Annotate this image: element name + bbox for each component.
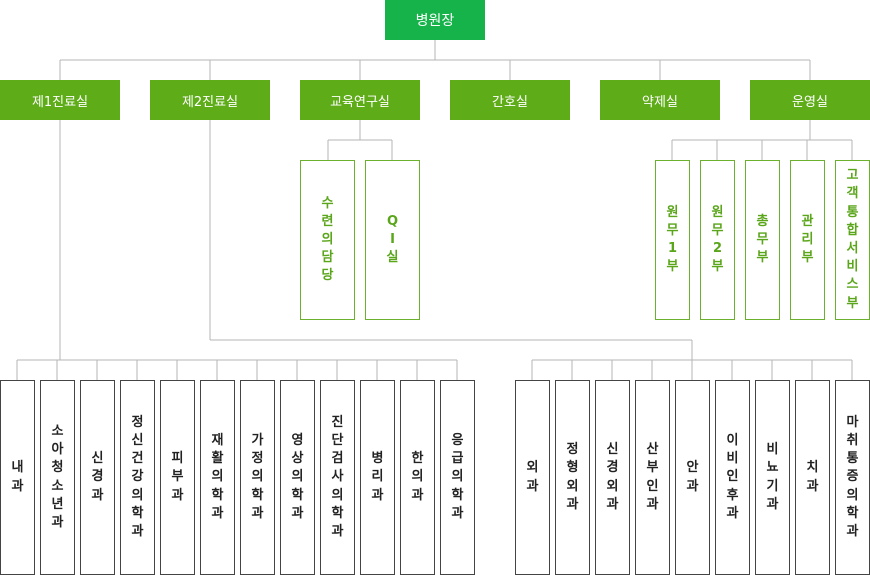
dept-label: 정신건강의학과 bbox=[131, 414, 144, 539]
division-label: 제2진료실 bbox=[181, 94, 239, 110]
unit-label: 원무1부 bbox=[666, 204, 679, 275]
division-nursing: 간호실 bbox=[450, 80, 570, 120]
division-clinic2: 제2진료실 bbox=[150, 80, 270, 120]
dept-label: 마취통증의학과 bbox=[846, 414, 859, 539]
unit-label: 원무2부 bbox=[711, 204, 724, 275]
division-label: 운영실 bbox=[792, 94, 828, 110]
dept-label: 안과 bbox=[686, 460, 699, 494]
unit-label: 관리부 bbox=[801, 213, 814, 266]
division-operations: 운영실 bbox=[750, 80, 870, 120]
dept-label: 소아청소년과 bbox=[51, 423, 64, 530]
dept-label: 신경외과 bbox=[606, 442, 619, 512]
clinic1-dept: 내과 bbox=[0, 380, 35, 575]
dept-label: 외과 bbox=[526, 460, 539, 494]
operation-unit: 총무부 bbox=[745, 160, 780, 320]
director-box: 병원장 bbox=[385, 0, 485, 40]
unit-label: 고객통합서비스부 bbox=[846, 168, 859, 311]
division-education: 교육연구실 bbox=[300, 80, 420, 120]
dept-label: 치과 bbox=[806, 460, 819, 494]
dept-label: 비뇨기과 bbox=[766, 442, 779, 512]
clinic1-dept: 소아청소년과 bbox=[40, 380, 75, 575]
clinic1-dept: 병리과 bbox=[360, 380, 395, 575]
unit-label: QI실 bbox=[386, 213, 399, 266]
clinic2-dept: 안과 bbox=[675, 380, 710, 575]
clinic1-dept: 한의과 bbox=[400, 380, 435, 575]
operation-unit: 고객통합서비스부 bbox=[835, 160, 870, 320]
clinic2-dept: 마취통증의학과 bbox=[835, 380, 870, 575]
operation-unit: 관리부 bbox=[790, 160, 825, 320]
division-clinic1: 제1진료실 bbox=[0, 80, 120, 120]
unit-label: 총무부 bbox=[756, 213, 769, 266]
clinic2-dept: 정형외과 bbox=[555, 380, 590, 575]
unit-label: 수련의담당 bbox=[321, 195, 334, 284]
dept-label: 피부과 bbox=[171, 451, 184, 503]
education-unit: 수련의담당 bbox=[300, 160, 355, 320]
dept-label: 영상의학과 bbox=[291, 433, 304, 521]
clinic2-dept: 이비인후과 bbox=[715, 380, 750, 575]
clinic1-dept: 피부과 bbox=[160, 380, 195, 575]
clinic1-dept: 신경과 bbox=[80, 380, 115, 575]
dept-label: 재활의학과 bbox=[211, 433, 224, 521]
dept-label: 한의과 bbox=[411, 451, 424, 503]
clinic1-dept: 재활의학과 bbox=[200, 380, 235, 575]
clinic1-dept: 가정의학과 bbox=[240, 380, 275, 575]
division-label: 간호실 bbox=[492, 94, 528, 110]
dept-label: 이비인후과 bbox=[726, 433, 739, 521]
clinic2-dept: 외과 bbox=[515, 380, 550, 575]
operation-unit: 원무2부 bbox=[700, 160, 735, 320]
dept-label: 응급의학과 bbox=[451, 433, 464, 521]
clinic2-dept: 치과 bbox=[795, 380, 830, 575]
dept-label: 가정의학과 bbox=[251, 433, 264, 521]
clinic1-dept: 응급의학과 bbox=[440, 380, 475, 575]
education-unit: QI실 bbox=[365, 160, 420, 320]
division-label: 교육연구실 bbox=[330, 94, 390, 110]
clinic1-dept: 영상의학과 bbox=[280, 380, 315, 575]
dept-label: 정형외과 bbox=[566, 442, 579, 512]
division-label: 제1진료실 bbox=[31, 94, 89, 110]
dept-label: 신경과 bbox=[91, 451, 104, 503]
dept-label: 산부인과 bbox=[646, 442, 659, 512]
division-label: 약제실 bbox=[642, 94, 678, 110]
dept-label: 진단검사의학과 bbox=[331, 414, 344, 539]
clinic2-dept: 비뇨기과 bbox=[755, 380, 790, 575]
clinic1-dept: 정신건강의학과 bbox=[120, 380, 155, 575]
division-pharmacy: 약제실 bbox=[600, 80, 720, 120]
dept-label: 내과 bbox=[11, 460, 24, 494]
clinic1-dept: 진단검사의학과 bbox=[320, 380, 355, 575]
director-label: 병원장 bbox=[415, 13, 455, 29]
dept-label: 병리과 bbox=[371, 451, 384, 503]
clinic2-dept: 산부인과 bbox=[635, 380, 670, 575]
clinic2-dept: 신경외과 bbox=[595, 380, 630, 575]
operation-unit: 원무1부 bbox=[655, 160, 690, 320]
